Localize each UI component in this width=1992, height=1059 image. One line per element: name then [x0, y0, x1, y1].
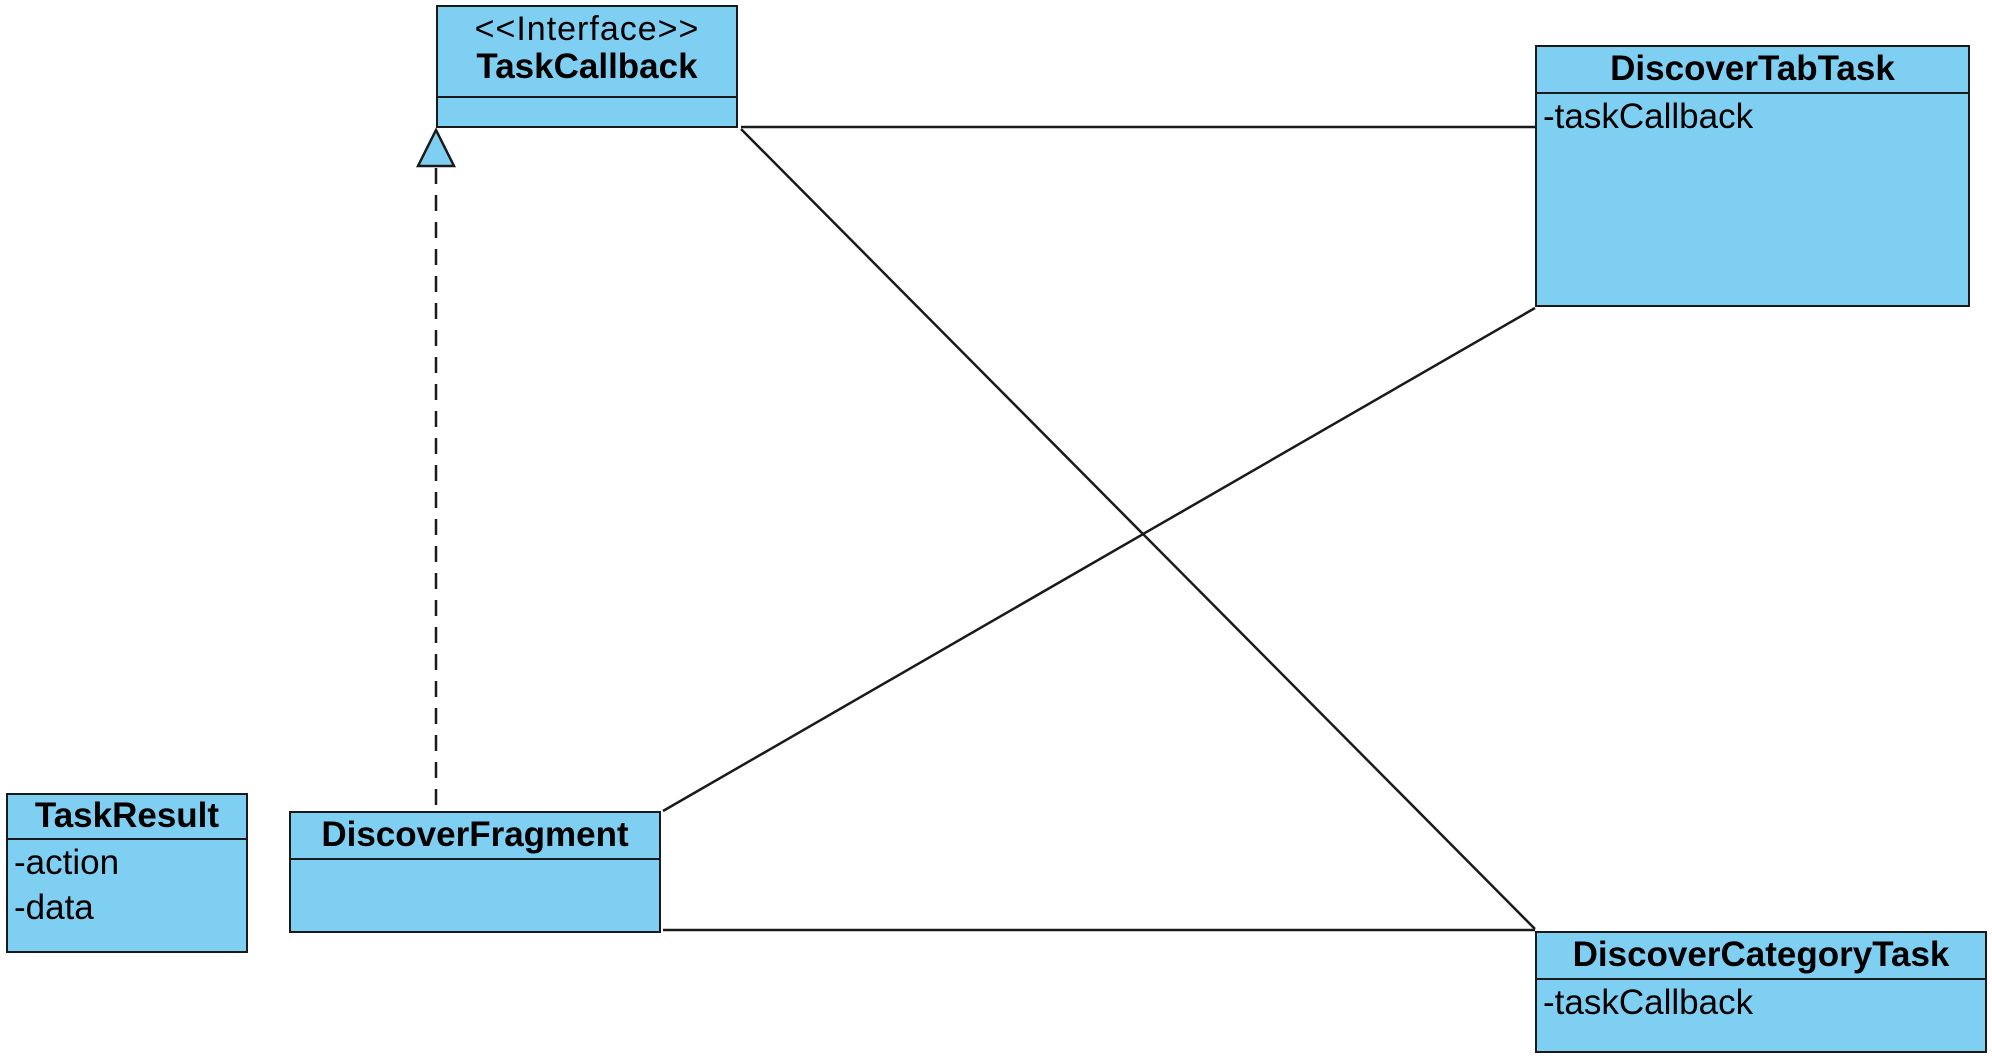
attribute-item: -taskCallback	[1543, 97, 1754, 136]
interface-stereotype: <<Interface>>	[474, 10, 700, 48]
attribute-list: -action -data	[8, 840, 246, 930]
class-name: DiscoverCategoryTask	[1572, 935, 1950, 974]
class-header: DiscoverFragment	[291, 813, 659, 860]
realization-arrowhead	[415, 127, 457, 168]
class-header: <<Interface>> TaskCallback	[438, 7, 736, 98]
attribute-item: -taskCallback	[1543, 983, 1754, 1022]
attribute-list: -taskCallback	[1537, 980, 1985, 1025]
class-header: DiscoverTabTask	[1537, 47, 1968, 94]
association-taskcallback-discovercategorytask	[740, 128, 1536, 930]
class-box-discoverfragment[interactable]: DiscoverFragment	[289, 811, 661, 933]
class-box-taskcallback[interactable]: <<Interface>> TaskCallback	[436, 5, 738, 128]
attribute-item: -action	[14, 843, 120, 882]
attribute-list: -taskCallback	[1537, 94, 1968, 139]
attribute-item: -data	[14, 888, 94, 927]
class-header: DiscoverCategoryTask	[1537, 933, 1985, 980]
class-name: TaskCallback	[476, 47, 698, 86]
class-box-discovertabtask[interactable]: DiscoverTabTask -taskCallback	[1535, 45, 1970, 307]
class-box-discovercategorytask[interactable]: DiscoverCategoryTask -taskCallback	[1535, 931, 1987, 1053]
association-discoverfragment-discovertabtask	[662, 306, 1536, 813]
class-box-taskresult[interactable]: TaskResult -action -data	[6, 793, 248, 953]
class-name: TaskResult	[34, 796, 220, 835]
class-name: DiscoverFragment	[321, 815, 629, 854]
class-header: TaskResult	[8, 795, 246, 840]
class-name: DiscoverTabTask	[1610, 49, 1895, 88]
